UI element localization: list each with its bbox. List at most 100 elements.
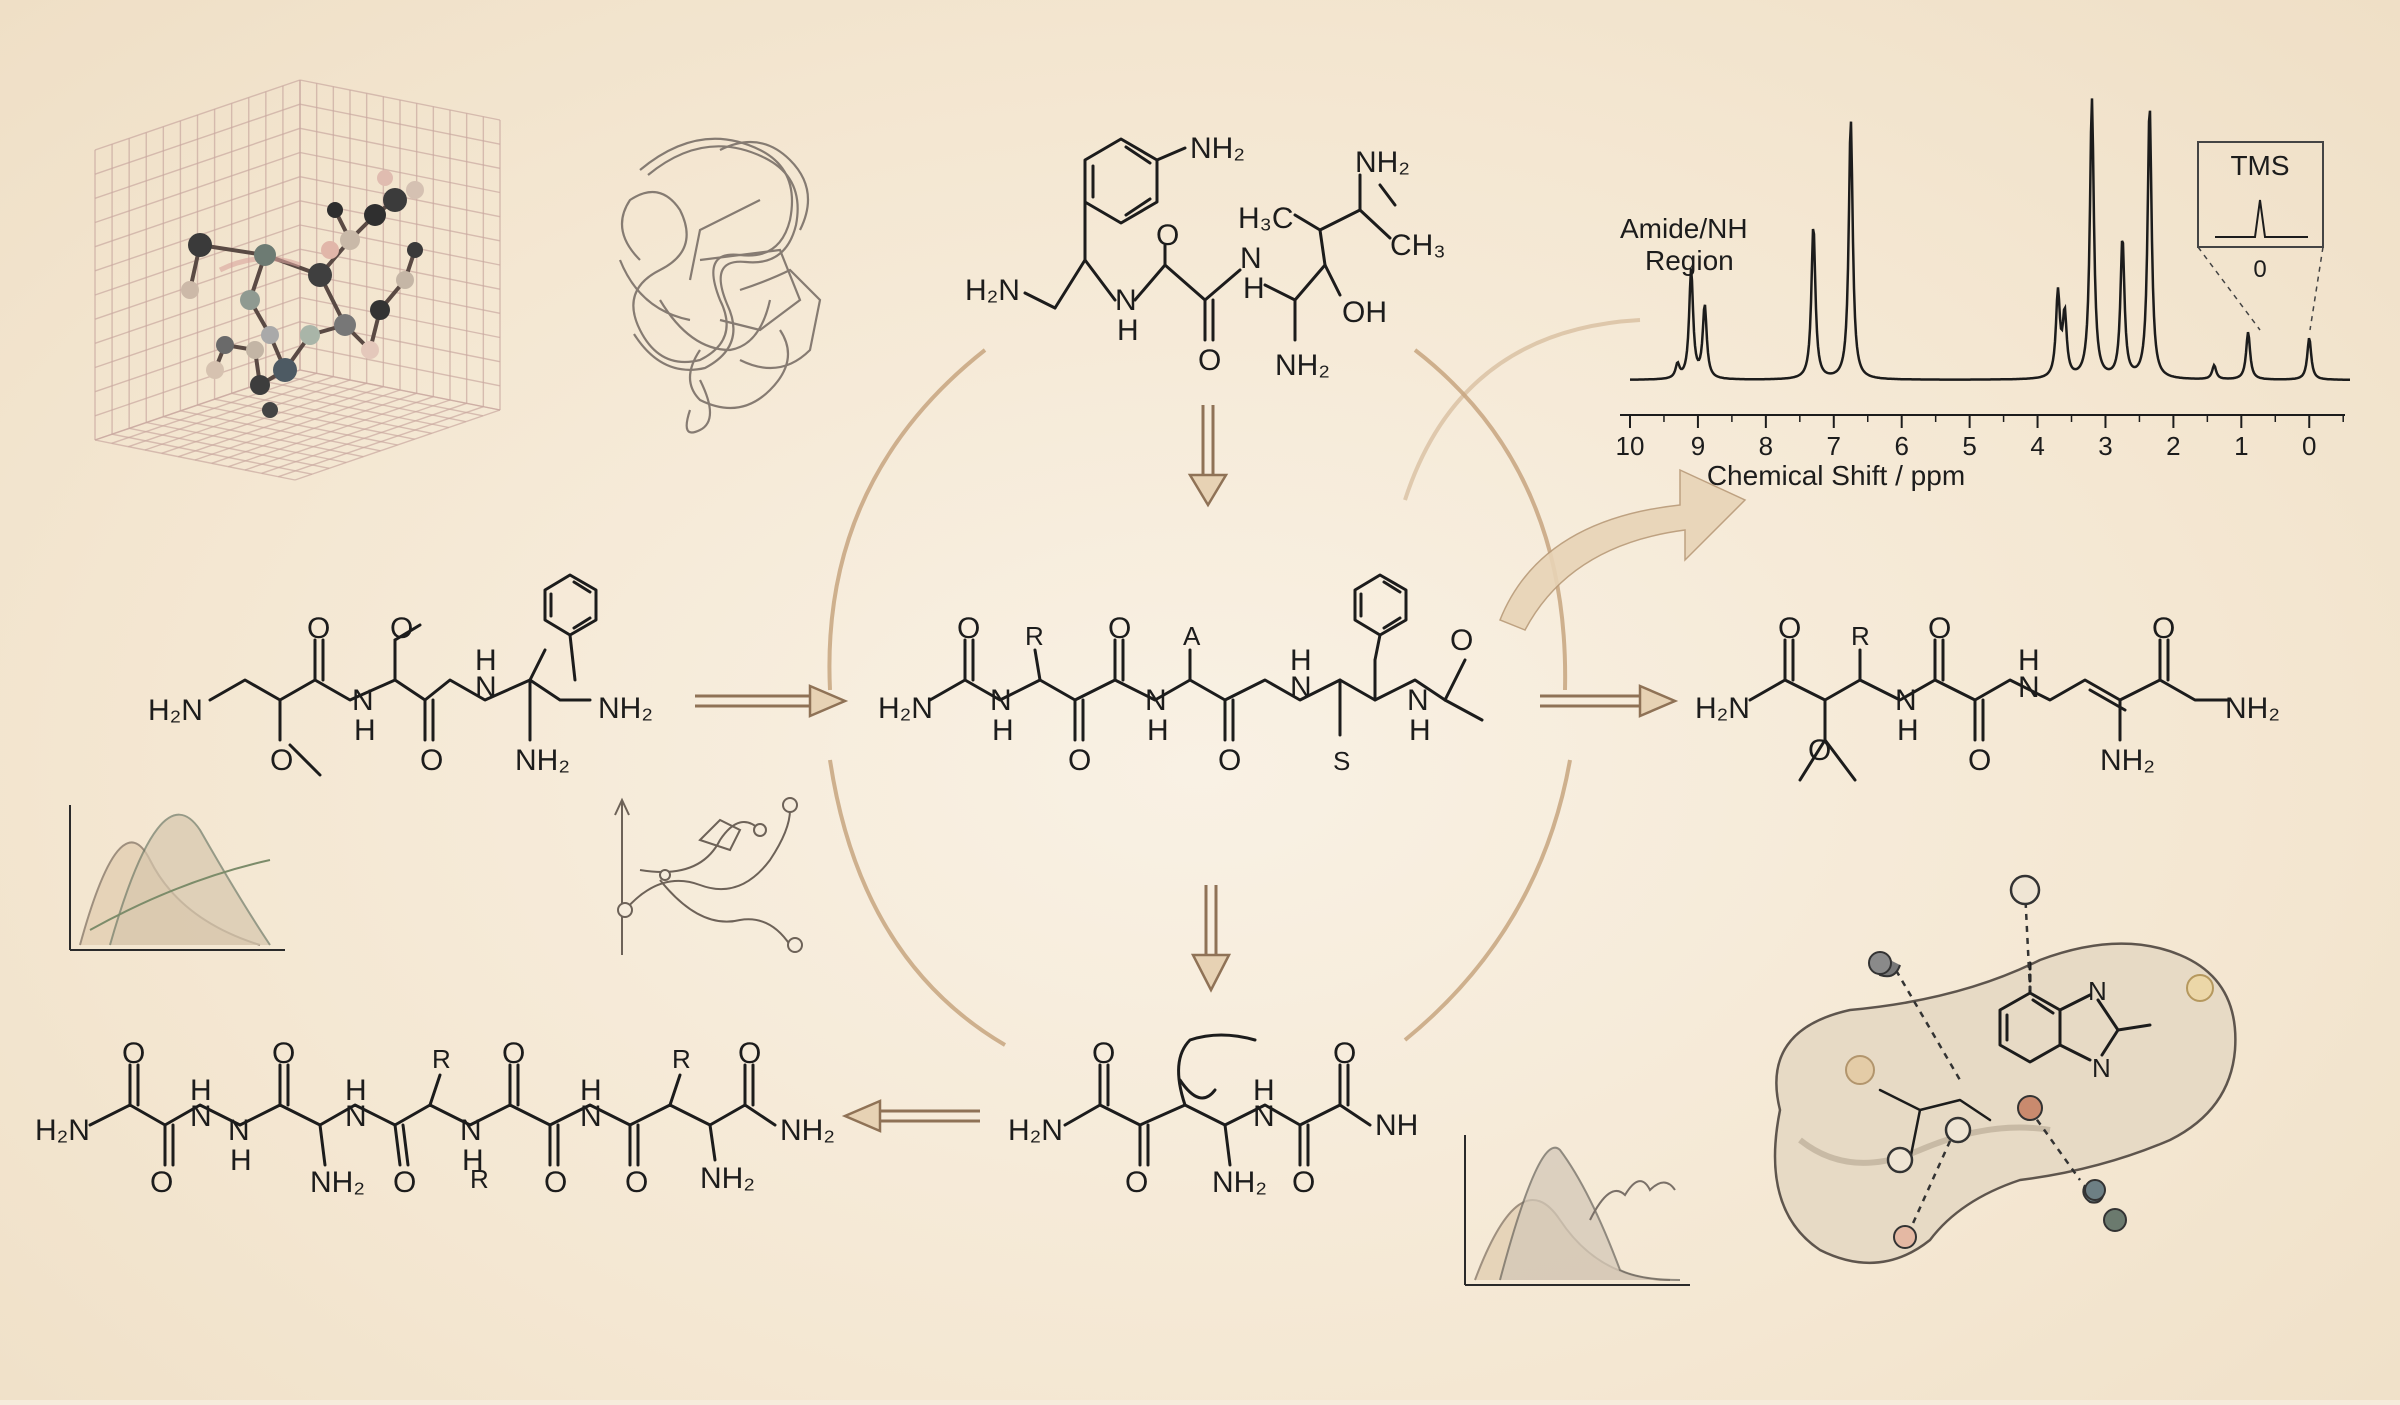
nmr-tick-label: 3 xyxy=(2098,431,2112,461)
nmr-x-axis-label: Chemical Shift / ppm xyxy=(1707,460,1965,491)
cycle-arc-lower-right xyxy=(1403,759,1572,1042)
label-r: R xyxy=(1025,621,1044,651)
label-o: O xyxy=(150,1166,173,1199)
label-h2n: H₂N xyxy=(1695,692,1750,725)
protein-ribbon-sketch xyxy=(618,137,822,434)
label-o: O xyxy=(1778,612,1801,645)
label-r: R xyxy=(432,1044,451,1074)
label-n: N xyxy=(1253,1100,1275,1133)
label-h: H xyxy=(580,1074,602,1107)
ball-stick-molecule xyxy=(181,170,424,418)
grid-line xyxy=(282,375,484,417)
label-o: O xyxy=(390,612,413,645)
label-h3c: H₃C xyxy=(1238,202,1294,235)
label-nh2: NH₂ xyxy=(700,1162,755,1195)
label-nh2: NH₂ xyxy=(1190,132,1245,165)
label-n: N xyxy=(1895,684,1917,717)
label-h2n: H₂N xyxy=(878,692,933,725)
label-ch3: CH₃ xyxy=(1390,229,1446,262)
label-nh2: NH₂ xyxy=(2100,744,2155,777)
label-nh: NH xyxy=(1375,1109,1418,1142)
label-n: N xyxy=(190,1100,212,1133)
label-o: O xyxy=(544,1166,567,1199)
grid-line xyxy=(299,369,501,411)
nmr-tick-label: 6 xyxy=(1894,431,1908,461)
label-h: H xyxy=(1243,272,1265,305)
label-h: H xyxy=(1117,314,1139,347)
cycle-arc-lower-left xyxy=(828,759,1007,1047)
molecule-right: H₂N O O R N H O O H N O NH₂ NH₂ xyxy=(1695,612,2280,782)
label-o: O xyxy=(1092,1037,1115,1070)
label-r: R xyxy=(470,1164,489,1194)
label-nh2: NH₂ xyxy=(780,1114,835,1147)
label-nh2: NH₂ xyxy=(598,692,653,725)
label-n: N xyxy=(2088,976,2107,1006)
label-o: O xyxy=(625,1166,648,1199)
grid-line xyxy=(94,345,301,417)
label-n: N xyxy=(1240,242,1262,275)
label-h: H xyxy=(1409,714,1431,747)
label-o: O xyxy=(502,1037,525,1070)
nmr-tick-label: 9 xyxy=(1691,431,1705,461)
label-h: H xyxy=(1253,1074,1275,1107)
label-o: O xyxy=(1292,1166,1315,1199)
label-h: H xyxy=(462,1144,484,1177)
molecular-model-grid-box xyxy=(94,79,501,481)
label-h: H xyxy=(1147,714,1169,747)
grid-line xyxy=(261,402,467,474)
nmr-spectrum-trace xyxy=(1630,98,2350,381)
trajectory-sketch xyxy=(614,797,803,955)
label-nh2: NH₂ xyxy=(2225,692,2280,725)
label-o: O xyxy=(307,612,330,645)
nmr-region-label-line1: Amide/NH xyxy=(1620,213,1748,244)
label-o: O xyxy=(1068,744,1091,777)
label-h2n: H₂N xyxy=(148,694,203,727)
nmr-tick-label: 4 xyxy=(2030,431,2044,461)
label-n: N xyxy=(475,671,497,704)
nmr-tick-label: 8 xyxy=(1759,431,1773,461)
label-n: N xyxy=(1115,284,1137,317)
label-n: N xyxy=(1290,671,1312,704)
label-n: N xyxy=(2018,671,2040,704)
label-h: H xyxy=(2018,644,2040,677)
label-o: O xyxy=(1156,219,1179,252)
label-h: H xyxy=(1290,644,1312,677)
nmr-tick-label: 10 xyxy=(1616,431,1645,461)
label-o: O xyxy=(270,744,293,777)
label-n: N xyxy=(460,1114,482,1147)
arrow-top-down xyxy=(1187,405,1229,508)
grid-line xyxy=(299,345,501,387)
label-a: A xyxy=(1183,621,1201,651)
label-o: O xyxy=(957,612,980,645)
grid-line xyxy=(278,406,484,478)
label-o: O xyxy=(1968,744,1991,777)
label-o: O xyxy=(2152,612,2175,645)
label-nh2: NH₂ xyxy=(1212,1166,1267,1199)
label-n: N xyxy=(1407,684,1429,717)
label-n: N xyxy=(345,1100,367,1133)
nmr-tick-label: 5 xyxy=(1962,431,1976,461)
label-n: N xyxy=(352,684,374,717)
label-o: O xyxy=(1108,612,1131,645)
tms-label: TMS xyxy=(2230,150,2289,181)
cycle-arc-upper-left xyxy=(827,348,987,691)
molecule-center: H₂N O N H R O O N H A O H N S N H O xyxy=(878,573,1484,777)
label-o: O xyxy=(1808,734,1831,767)
label-h2n: H₂N xyxy=(35,1114,90,1147)
molecule-top: NH₂ H₂N N H O O N H NH₂ OH H₃C CH₃ NH₂ xyxy=(965,132,1446,382)
nmr-tick-label: 2 xyxy=(2166,431,2180,461)
label-h: H xyxy=(1897,714,1919,747)
reaction-arrows xyxy=(695,405,1679,1133)
label-o: O xyxy=(122,1037,145,1070)
curved-arrow-to-spectrum xyxy=(1499,468,1747,631)
label-s: S xyxy=(1333,746,1350,776)
distribution-sketch-right xyxy=(1464,1135,1690,1286)
tms-inset: TMS 0 xyxy=(2197,141,2324,331)
molecule-bottom-center: H₂N O O H N NH₂ O O NH xyxy=(1008,1033,1418,1199)
nmr-tick-label: 1 xyxy=(2234,431,2248,461)
label-oh: OH xyxy=(1342,296,1387,329)
